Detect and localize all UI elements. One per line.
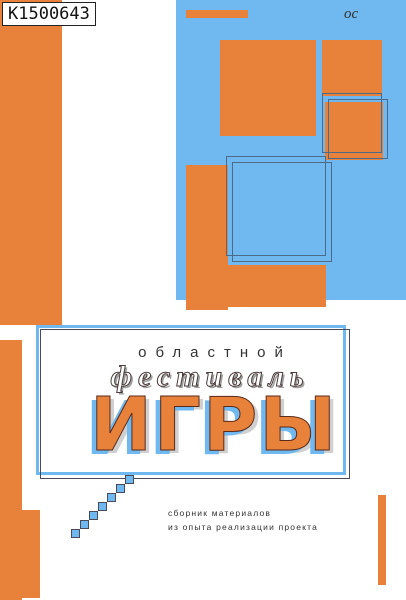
orange-strip-right xyxy=(378,495,386,585)
orange-square-right xyxy=(325,102,383,160)
bubble-tail-step xyxy=(80,520,89,529)
bubble-tail-step xyxy=(107,493,116,502)
bubble-tail-step xyxy=(116,484,125,493)
orange-square-small xyxy=(322,40,382,96)
bubble-tail-step xyxy=(125,475,134,484)
orange-block-left-top xyxy=(0,0,62,325)
speech-bubble-outline xyxy=(36,325,346,475)
bubble-tail-step xyxy=(89,511,98,520)
outline-square xyxy=(328,99,388,159)
orange-corner-horizontal xyxy=(186,265,326,307)
bubble-tail-step xyxy=(71,529,80,538)
speech-bubble-outline xyxy=(40,329,350,479)
outline-square xyxy=(232,162,332,262)
bubble-tail-step xyxy=(98,502,107,511)
subtitle-line: сборник материалов xyxy=(168,508,272,518)
orange-strip-top xyxy=(186,10,248,18)
orange-square-large xyxy=(220,40,316,136)
handwritten-mark: ос xyxy=(344,6,359,22)
orange-strip-bottom-left xyxy=(20,510,40,598)
overline-word: областной xyxy=(138,344,292,361)
script-title: фестиваль xyxy=(110,360,310,394)
library-stamp: К1500643 xyxy=(2,2,96,26)
main-title: ИГРЫ xyxy=(90,382,338,469)
outline-square xyxy=(322,93,382,153)
orange-block-left-bottom xyxy=(0,340,22,600)
subtitle-line: из опыта реализации проекта xyxy=(168,522,319,532)
outline-square xyxy=(226,156,326,256)
